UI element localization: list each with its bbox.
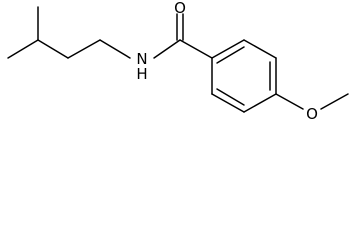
amide-hydrogen-label: H — [136, 65, 147, 83]
carbonyl-oxygen-label: O — [174, 0, 186, 17]
molecule-canvas: O N H O — [7, 0, 349, 123]
ring-inner-3 — [216, 88, 245, 106]
bond-carbonyl-ring — [179, 39, 213, 59]
ring-bond-2 — [243, 39, 277, 59]
bond-methyl-b — [7, 39, 39, 59]
bond-chain-3 — [99, 39, 131, 59]
ring-bond-5 — [211, 93, 245, 113]
ring-bond-4 — [243, 93, 277, 113]
bond-n-carbonyl — [153, 39, 181, 59]
bond-chain-1 — [37, 39, 69, 59]
structure-diagram: O N H O — [7, 0, 349, 123]
bonds-group — [7, 6, 349, 113]
bond-ring-oxygen — [275, 93, 304, 110]
bond-oxygen-methyl — [320, 93, 349, 110]
bond-chain-2 — [67, 39, 101, 59]
ether-oxygen-label: O — [306, 105, 318, 123]
ring-bond-1 — [211, 39, 245, 59]
amide-nitrogen-label: N — [136, 50, 147, 68]
ring-inner-1 — [216, 46, 245, 64]
atom-labels: O N H O — [136, 0, 318, 123]
